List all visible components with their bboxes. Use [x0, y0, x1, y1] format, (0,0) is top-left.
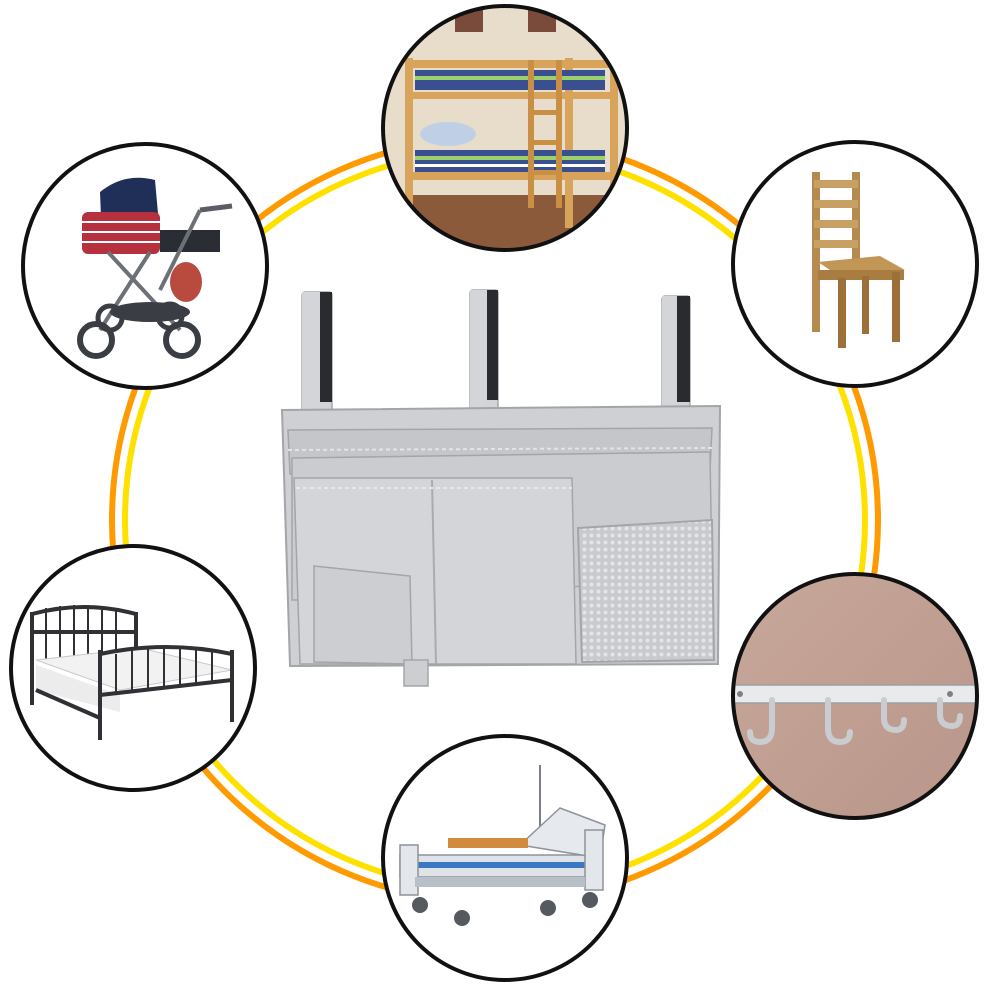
hospital-bed-icon — [399, 765, 606, 926]
scene-stroller — [21, 142, 269, 390]
scene-metal-bed — [9, 544, 257, 792]
scene-bunk-bed — [381, 4, 629, 252]
scene-chair — [731, 140, 979, 388]
bunk-bed-icon — [405, 58, 618, 228]
scene-hospital-bed — [381, 734, 629, 982]
stroller-icon — [77, 177, 233, 359]
wall-hook-icon — [733, 684, 977, 746]
metal-bed-icon — [30, 605, 234, 740]
scene-wall-hooks — [731, 572, 979, 820]
chair-icon — [812, 172, 905, 348]
bedside-caddy-organizer — [280, 289, 722, 687]
hanging-straps — [301, 289, 691, 415]
